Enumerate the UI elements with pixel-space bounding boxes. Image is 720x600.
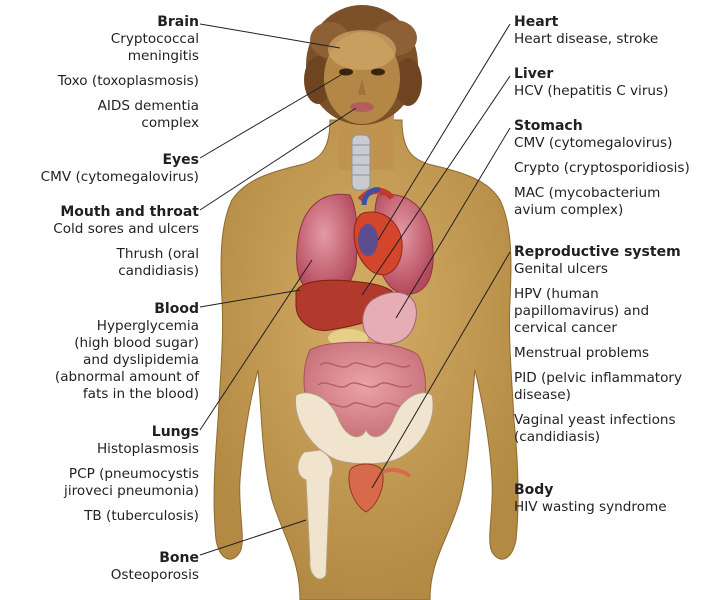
heart-item: Heart disease, stroke [514, 31, 658, 48]
heading-lungs: Lungs [64, 424, 199, 441]
mouth-item: candidiasis) [53, 263, 199, 280]
heading-stomach: Stomach [514, 118, 690, 135]
reproductive-item: PID (pelvic inflammatory [514, 370, 682, 387]
mouth [350, 102, 374, 112]
label-brain: Brain Cryptococcal meningitis Toxo (toxo… [58, 14, 199, 132]
label-blood: Blood Hyperglycemia (high blood sugar) a… [55, 301, 199, 403]
reproductive-item: Vaginal yeast infections [514, 412, 682, 429]
heading-bone: Bone [111, 550, 199, 567]
brain-item: complex [58, 115, 199, 132]
trachea [352, 135, 370, 190]
label-heart: Heart Heart disease, stroke [514, 14, 658, 48]
label-bone: Bone Osteoporosis [111, 550, 199, 584]
brain-overlay [328, 30, 396, 70]
body-item: HIV wasting syndrome [514, 499, 667, 516]
blood-item: (high blood sugar) [55, 335, 199, 352]
blood-item: (abnormal amount of [55, 369, 199, 386]
mouth-item: Thrush (oral [53, 246, 199, 263]
brain-item: AIDS dementia [58, 98, 199, 115]
reproductive-item: (candidiasis) [514, 429, 682, 446]
heading-blood: Blood [55, 301, 199, 318]
lungs-item: TB (tuberculosis) [64, 508, 199, 525]
reproductive-item: papillomavirus) and [514, 303, 682, 320]
bone-item: Osteoporosis [111, 567, 199, 584]
brain-item: meningitis [58, 48, 199, 65]
reproductive-item: HPV (human [514, 286, 682, 303]
stomach-item: avium complex) [514, 202, 690, 219]
label-stomach: Stomach CMV (cytomegalovirus) Crypto (cr… [514, 118, 690, 219]
eyes-item: CMV (cytomegalovirus) [41, 169, 199, 186]
liver-item: HCV (hepatitis C virus) [514, 83, 668, 100]
stomach-item: CMV (cytomegalovirus) [514, 135, 690, 152]
label-liver: Liver HCV (hepatitis C virus) [514, 66, 668, 100]
heading-liver: Liver [514, 66, 668, 83]
heading-eyes: Eyes [41, 152, 199, 169]
blood-item: fats in the blood) [55, 386, 199, 403]
heading-reproductive: Reproductive system [514, 244, 682, 261]
heading-body: Body [514, 482, 667, 499]
heading-mouth-throat: Mouth and throat [53, 204, 199, 221]
lungs-item: PCP (pneumocystis [64, 466, 199, 483]
blood-item: and dyslipidemia [55, 352, 199, 369]
blood-item: Hyperglycemia [55, 318, 199, 335]
label-mouth-throat: Mouth and throat Cold sores and ulcers T… [53, 204, 199, 280]
label-body: Body HIV wasting syndrome [514, 482, 667, 516]
reproductive-item: cervical cancer [514, 320, 682, 337]
label-lungs: Lungs Histoplasmosis PCP (pneumocystis j… [64, 424, 199, 525]
lungs-item: jiroveci pneumonia) [64, 483, 199, 500]
brain-item: Cryptococcal [58, 31, 199, 48]
heading-brain: Brain [58, 14, 199, 31]
label-eyes: Eyes CMV (cytomegalovirus) [41, 152, 199, 186]
label-reproductive: Reproductive system Genital ulcers HPV (… [514, 244, 682, 446]
right-eye [371, 69, 385, 76]
brain-item: Toxo (toxoplasmosis) [58, 73, 199, 90]
stomach-item: Crypto (cryptosporidiosis) [514, 160, 690, 177]
reproductive-item: disease) [514, 387, 682, 404]
reproductive-item: Genital ulcers [514, 261, 682, 278]
reproductive-item: Menstrual problems [514, 345, 682, 362]
mouth-item: Cold sores and ulcers [53, 221, 199, 238]
stomach-item: MAC (mycobacterium [514, 185, 690, 202]
heading-heart: Heart [514, 14, 658, 31]
lungs-item: Histoplasmosis [64, 441, 199, 458]
